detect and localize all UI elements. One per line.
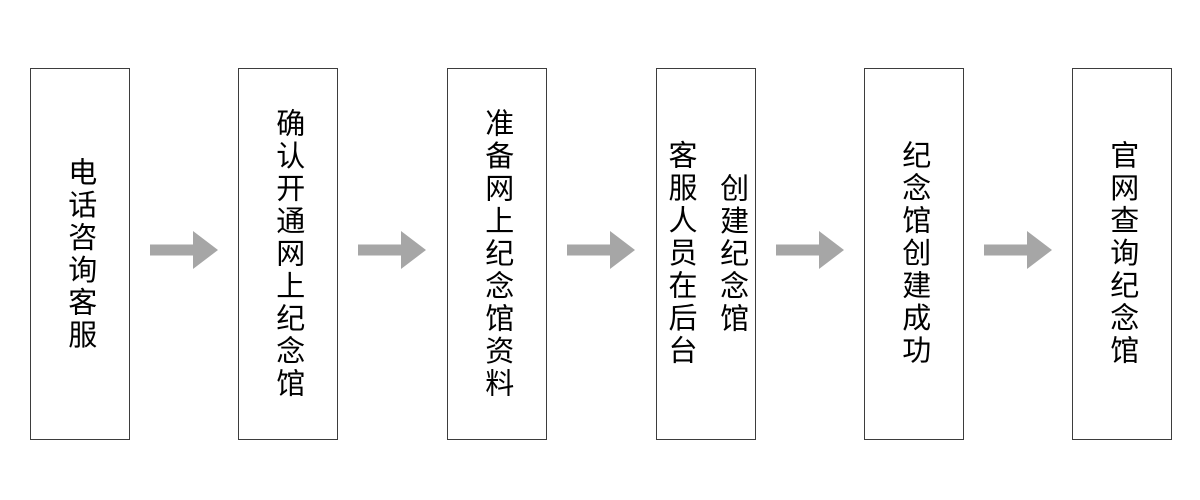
flow-step-6: 官网查询纪念馆	[1072, 68, 1172, 440]
flow-step-label: 纪念馆创建成功	[897, 140, 932, 368]
arrow-right-icon	[150, 231, 218, 269]
arrow-right-icon	[358, 231, 426, 269]
flow-step-label: 客服人员在后台 创建纪念馆	[664, 140, 750, 368]
flow-step-label: 官网查询纪念馆	[1105, 140, 1140, 368]
flow-step-2: 确认开通网上纪念馆	[238, 68, 338, 440]
flow-step-3: 准备网上纪念馆资料	[447, 68, 547, 440]
arrow-right-icon	[776, 231, 844, 269]
arrow-right-icon	[567, 231, 635, 269]
flow-step-label: 准备网上纪念馆资料	[480, 107, 515, 401]
flow-step-1: 电话咨询客服	[30, 68, 130, 440]
arrow-right-icon	[984, 231, 1052, 269]
flow-step-label: 确认开通网上纪念馆	[271, 107, 306, 401]
flow-step-4: 客服人员在后台 创建纪念馆	[656, 68, 756, 440]
flow-step-5: 纪念馆创建成功	[864, 68, 964, 440]
flow-step-label: 电话咨询客服	[63, 156, 98, 352]
